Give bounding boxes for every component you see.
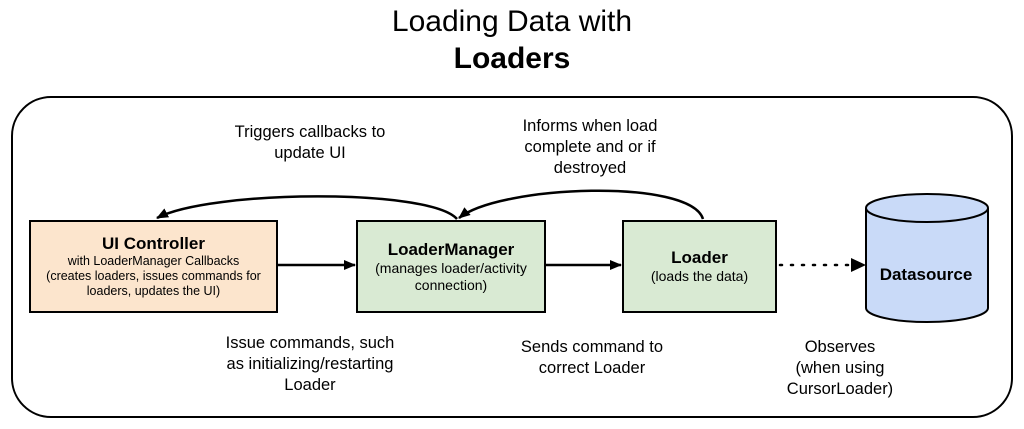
label-informs-line3: destroyed xyxy=(553,159,627,177)
label-sends-line1: Sends command to xyxy=(520,338,664,356)
label-informs: Informs when load complete and or if des… xyxy=(490,116,690,179)
ui-controller-subtitle-3: loaders, updates the UI) xyxy=(86,284,221,298)
label-issue-line2: as initializing/restarting xyxy=(226,355,394,373)
ui-controller-subtitle-2: (creates loaders, issues commands for xyxy=(46,269,261,283)
loader-manager-subtitle-1: (manages loader/activity xyxy=(375,259,527,276)
label-sends-line2: correct Loader xyxy=(538,359,646,377)
loader-manager-subtitle-2: connection) xyxy=(414,276,488,293)
loader-manager-title: LoaderManager xyxy=(387,239,515,259)
label-triggers-line2: update UI xyxy=(274,144,346,162)
loader-title: Loader xyxy=(671,248,728,267)
label-observes-line1: Observes xyxy=(804,338,876,356)
label-observes-line3: CursorLoader) xyxy=(786,380,894,398)
label-triggers-callbacks: Triggers callbacks to update UI xyxy=(195,122,425,164)
label-triggers-line1: Triggers callbacks to xyxy=(234,123,386,141)
loader-box: Loader (loads the data) xyxy=(622,220,777,313)
datasource-label: Datasource xyxy=(879,265,973,284)
label-issue-line1: Issue commands, such xyxy=(225,334,395,352)
arrow-manager-to-ui xyxy=(156,195,458,220)
label-issue-line3: Loader xyxy=(284,376,336,394)
diagram-title-line1: Loading Data with xyxy=(391,5,633,38)
label-informs-line1: Informs when load xyxy=(522,117,658,135)
arrow-loader-to-manager xyxy=(458,189,705,220)
ui-controller-subtitle-1: with LoaderManager Callbacks xyxy=(67,254,240,268)
datasource-cylinder xyxy=(865,193,989,323)
diagram-title-line2: Loaders xyxy=(453,42,571,75)
diagram-frame xyxy=(11,96,1013,418)
label-sends-command: Sends command to correct Loader xyxy=(482,337,702,379)
loader-subtitle: (loads the data) xyxy=(650,268,749,284)
label-informs-line2: complete and or if xyxy=(524,138,656,156)
arrow-loader-to-datasource-head xyxy=(851,258,866,272)
loader-manager-box: LoaderManager (manages loader/activity c… xyxy=(356,220,546,313)
ui-controller-title: UI Controller xyxy=(102,234,205,253)
label-observes-line2: (when using xyxy=(795,359,885,377)
label-observes: Observes (when using CursorLoader) xyxy=(760,337,920,400)
label-issue-commands: Issue commands, such as initializing/res… xyxy=(190,333,430,396)
ui-controller-box: UI Controller with LoaderManager Callbac… xyxy=(29,220,278,313)
